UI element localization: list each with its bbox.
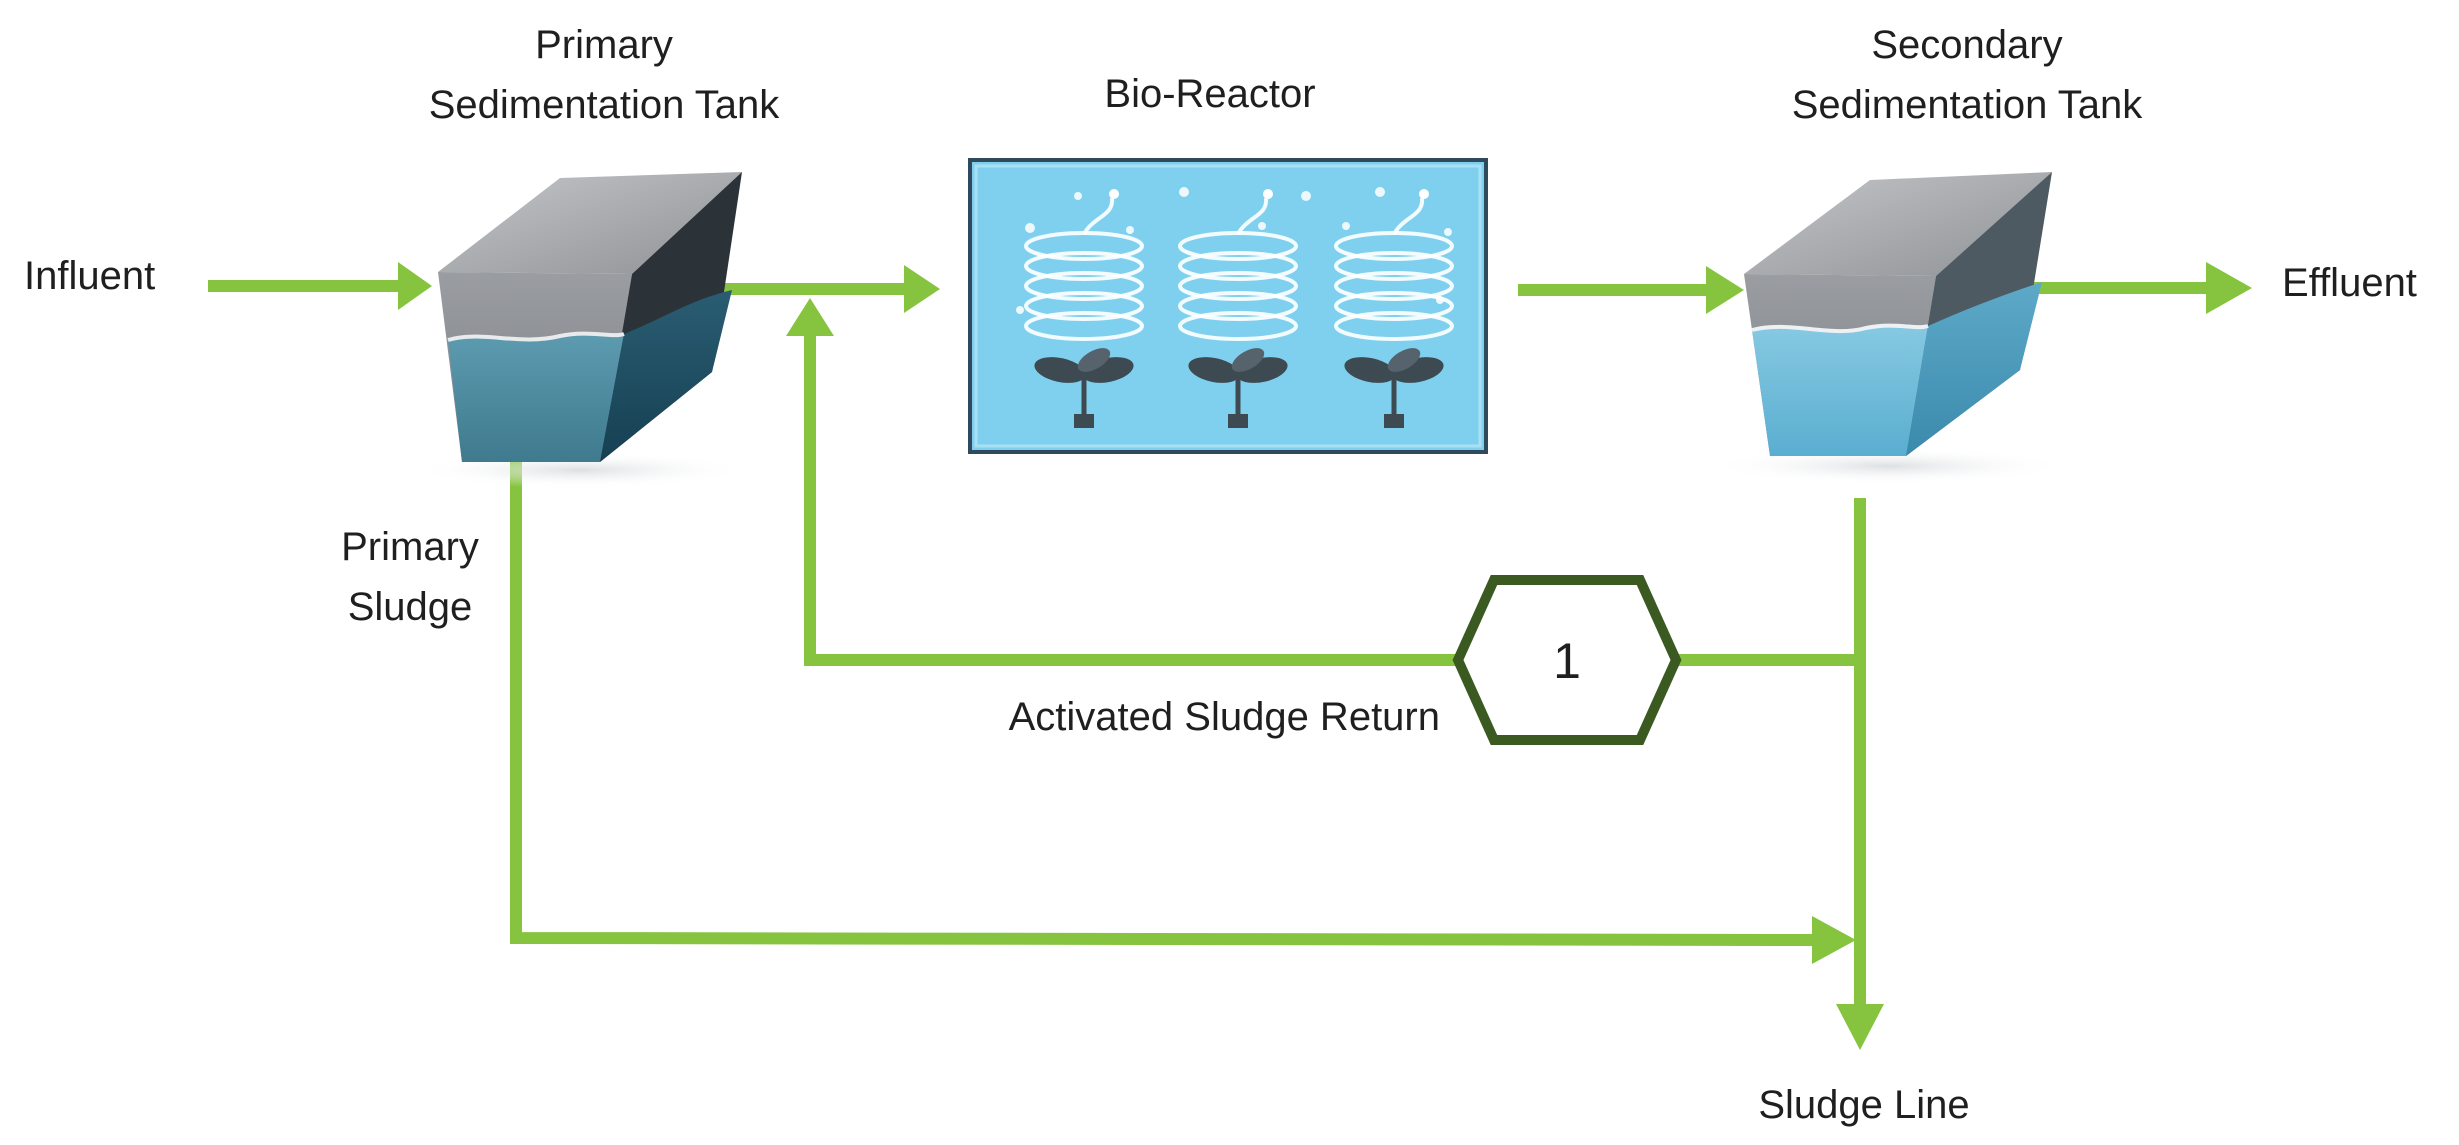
effluent-arrowhead [2206, 262, 2252, 314]
primary-sludge-label-line1: Primary [341, 525, 479, 569]
pump-number: 1 [1553, 633, 1581, 689]
primary-tank-label-line2: Sedimentation Tank [429, 83, 781, 127]
secondary-sedimentation-tank [1708, 172, 2068, 484]
primary-tank-label-line1: Primary [535, 23, 673, 67]
influent-label: Influent [24, 254, 155, 298]
labels: Primary Sedimentation Tank Bio-Reactor S… [24, 23, 2417, 1127]
reactor-to-secondary-arrowhead [1706, 266, 1744, 314]
sludge-line-label: Sludge Line [1758, 1083, 1969, 1127]
bio-reactor [968, 158, 1488, 454]
secondary-tank-label-line2: Sedimentation Tank [1792, 83, 2144, 127]
return-arrowhead [786, 298, 834, 336]
primary-sludge-label-line2: Sludge [348, 585, 473, 629]
sludge-line-arrowhead [1836, 1004, 1884, 1050]
pump-hexagon [1452, 575, 1682, 745]
activated-sludge-return-label: Activated Sludge Return [1009, 695, 1440, 739]
secondary-tank-label-line1: Secondary [1871, 23, 2062, 67]
effluent-label: Effluent [2282, 261, 2417, 305]
primary-sludge-arrowhead [1812, 916, 1856, 964]
primary-sludge-line [510, 462, 1817, 946]
reactor-basin [968, 158, 1488, 454]
flow-lines [208, 262, 2252, 1050]
primary-sedimentation-tank [410, 172, 750, 488]
influent-arrowhead [398, 262, 432, 310]
pump-1: 1 [1452, 575, 1682, 745]
bioreactor-label: Bio-Reactor [1104, 72, 1315, 116]
primary-to-reactor-arrowhead [904, 265, 940, 313]
